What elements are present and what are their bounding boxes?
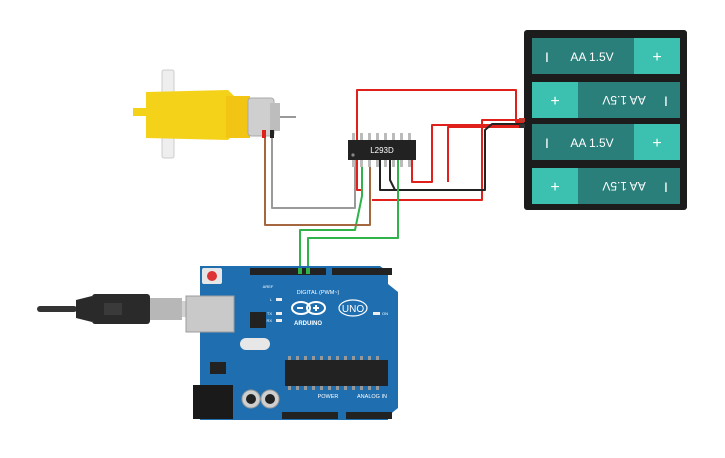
arduino-logo-text: ARDUINO: [294, 321, 322, 327]
cell-1-pos: +: [652, 49, 661, 66]
led-rx-label: RX: [266, 318, 272, 323]
cell-2-neg: I: [664, 93, 668, 109]
dc-motor[interactable]: [133, 69, 296, 159]
battery-cell-1: I AA 1.5V +: [532, 38, 680, 74]
wire-gray-motor: [271, 136, 356, 209]
chip-label: L293D: [370, 146, 394, 155]
arduino-uno[interactable]: DIGITAL (PWM~) AREF ARDUINO UNO L TX RX …: [185, 266, 398, 420]
cell-3-pos: +: [652, 135, 661, 152]
cell-3-neg: I: [545, 135, 549, 151]
battery-cell-2: + AA 1.5V I: [532, 82, 680, 118]
wire-black-battery-gnd: [379, 123, 524, 191]
l293d-chip[interactable]: L293D: [348, 133, 416, 167]
wire-green-arduino-2: [307, 160, 399, 268]
cell-3-label: AA 1.5V: [570, 136, 613, 150]
led-l-label: L: [270, 297, 273, 302]
wires: [264, 89, 524, 268]
cell-1-label: AA 1.5V: [570, 50, 613, 64]
cell-1-neg: I: [545, 49, 549, 65]
wire-red-chip-en: [372, 119, 524, 201]
digital-header-label: DIGITAL (PWM~): [297, 290, 340, 296]
wire-green-arduino-1: [299, 160, 363, 268]
chip-pins: [352, 133, 411, 167]
led-on-label: ON: [382, 311, 388, 316]
power-header-label: POWER: [318, 394, 339, 400]
arduino-logo: ARDUINO UNO: [291, 299, 368, 327]
battery-pack[interactable]: I AA 1.5V + + AA 1.5V I I AA 1.5V + + AA…: [519, 30, 687, 210]
battery-cell-4: + AA 1.5V I: [532, 168, 680, 204]
wire-red-battery-vcc: [356, 89, 524, 191]
cell-4-pos: +: [550, 179, 559, 196]
battery-cell-3: I AA 1.5V +: [532, 124, 680, 160]
battery-terminal-neg: [519, 118, 525, 122]
wire-black-chip-gnd: [389, 160, 396, 191]
cell-4-neg: I: [664, 179, 668, 195]
led-tx-label: TX: [267, 311, 272, 316]
wire-brown-motor: [264, 136, 371, 226]
usb-cable: [37, 294, 190, 324]
cell-2-pos: +: [550, 93, 559, 110]
wire-red-battery-2: [447, 126, 524, 182]
cell-4-label: AA 1.5V: [602, 179, 645, 193]
wire-red-battery-3: [411, 124, 524, 183]
status-leds: L TX RX ON: [266, 297, 388, 323]
analog-header-label: ANALOG IN: [357, 394, 387, 400]
header-pin-highlights: [298, 268, 310, 274]
arduino-model: UNO: [342, 304, 364, 315]
battery-terminal-pos: [519, 124, 525, 128]
top-pin-label-aref: AREF: [263, 284, 274, 289]
cell-2-label: AA 1.5V: [602, 93, 645, 107]
